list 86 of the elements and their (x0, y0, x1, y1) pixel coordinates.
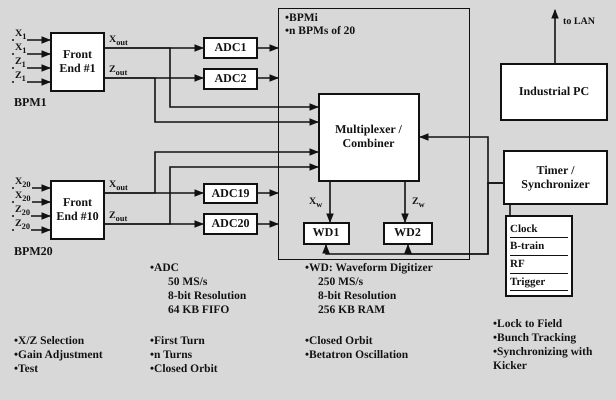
edge-label: X$_{1}$ (14, 28, 28, 42)
signal-name: Clock (510, 220, 568, 238)
feature-note: •First Turn (150, 335, 205, 349)
connector-arrow (12, 36, 51, 44)
connector-arrow (258, 220, 279, 228)
edge-label: Z$_{out}$ (108, 64, 128, 78)
connector-arrow (258, 189, 279, 197)
connector-arrow (12, 212, 51, 220)
edge-label: X$_{out}$ (108, 34, 129, 48)
feature-note: 256 KB RAM (318, 304, 386, 318)
edge-label: Z$_{w}$ (411, 196, 426, 210)
edge-label: Z$_{1}$ (14, 70, 27, 84)
feature-note: •WD: Waveform Digitizer (305, 262, 433, 276)
feature-note: •Betatron Oscillation (305, 349, 408, 363)
block-label: Industrial PC (518, 85, 590, 99)
connector-arrow (551, 9, 559, 63)
connector-arrow (258, 74, 279, 82)
block-label: ADC2 (214, 72, 246, 86)
connector-arrow (105, 77, 319, 126)
block-label: Front End #1 (58, 48, 97, 76)
feature-note: 64 KB FIFO (168, 304, 230, 318)
connector-arrow (12, 78, 51, 86)
block-label: WD2 (394, 226, 421, 240)
block-box (318, 92, 420, 182)
connector-arrow (105, 148, 319, 194)
block-box (500, 63, 608, 121)
bpm-caption: BPM1 (14, 95, 47, 110)
block-box (203, 37, 258, 59)
block-label: Front End #10 (55, 196, 100, 224)
block-label: Timer / Synchronizer (520, 164, 591, 192)
edge-label: X$_{w}$ (308, 196, 324, 210)
block-box (203, 213, 258, 235)
block-box (302, 222, 350, 244)
edge-label: X$_{out}$ (108, 179, 129, 192)
band-note: •n BPMs of 20 (285, 25, 356, 38)
connector-arrow (12, 198, 51, 206)
connector-arrow (401, 182, 409, 223)
signal-name: RF (510, 256, 568, 274)
block-label: ADC20 (212, 217, 250, 231)
band-note: •BPMi (285, 12, 318, 26)
feature-note: •Closed Orbit (305, 335, 373, 349)
edge-label: Z$_{1}$ (14, 56, 27, 70)
block-label: ADC1 (214, 41, 246, 55)
feature-note: •Synchronizing with Kicker (493, 346, 593, 374)
feature-note: •Lock to Field (493, 318, 562, 332)
edge-label: Z$_{20}$ (14, 204, 31, 218)
feature-note: 250 MS/s (318, 276, 364, 290)
edge-label: X$_{20}$ (14, 176, 32, 190)
connector-arrow (12, 184, 51, 192)
edge-label: to LAN (562, 16, 596, 27)
block-box (203, 68, 258, 90)
block-box (382, 222, 432, 244)
block-label: Multiplexer / Combiner (334, 123, 403, 151)
feature-note: •X/Z Selection (14, 335, 84, 349)
connector-arrow (12, 226, 51, 234)
feature-note: 8-bit Resolution (168, 290, 246, 304)
block-box (203, 183, 258, 204)
bpm-caption: BPM20 (14, 244, 53, 259)
connector-arrow (12, 50, 51, 58)
edge-label: Z$_{out}$ (108, 210, 128, 224)
connector-arrow (12, 64, 51, 72)
edge-label: X$_{1}$ (14, 42, 28, 56)
block-box (50, 32, 105, 92)
edge-label: Z$_{20}$ (14, 218, 31, 232)
feature-note: 8-bit Resolution (318, 290, 396, 304)
connector-arrow (404, 182, 503, 255)
feature-note: •ADC (150, 262, 179, 276)
block-box (50, 180, 105, 240)
connector-arrow (105, 163, 319, 225)
connector-arrow (105, 47, 319, 111)
signal-name: B-train (510, 238, 568, 256)
connector-arrow (326, 182, 334, 223)
connector-arrow (258, 44, 279, 52)
feature-note: •Bunch Tracking (493, 332, 576, 346)
feature-note: •Test (14, 363, 38, 377)
feature-note: 50 MS/s (168, 276, 208, 290)
signal-list-box (505, 215, 573, 297)
block-label: ADC19 (212, 186, 250, 200)
feature-note: •n Turns (150, 349, 192, 363)
feature-note: •Gain Adjustment (14, 349, 103, 363)
module-band (278, 8, 470, 260)
block-box (503, 150, 608, 205)
signal-name: Trigger (510, 274, 568, 292)
feature-note: •Closed Orbit (150, 363, 218, 377)
edge-label: X$_{20}$ (14, 190, 32, 204)
block-label: WD1 (312, 226, 340, 240)
